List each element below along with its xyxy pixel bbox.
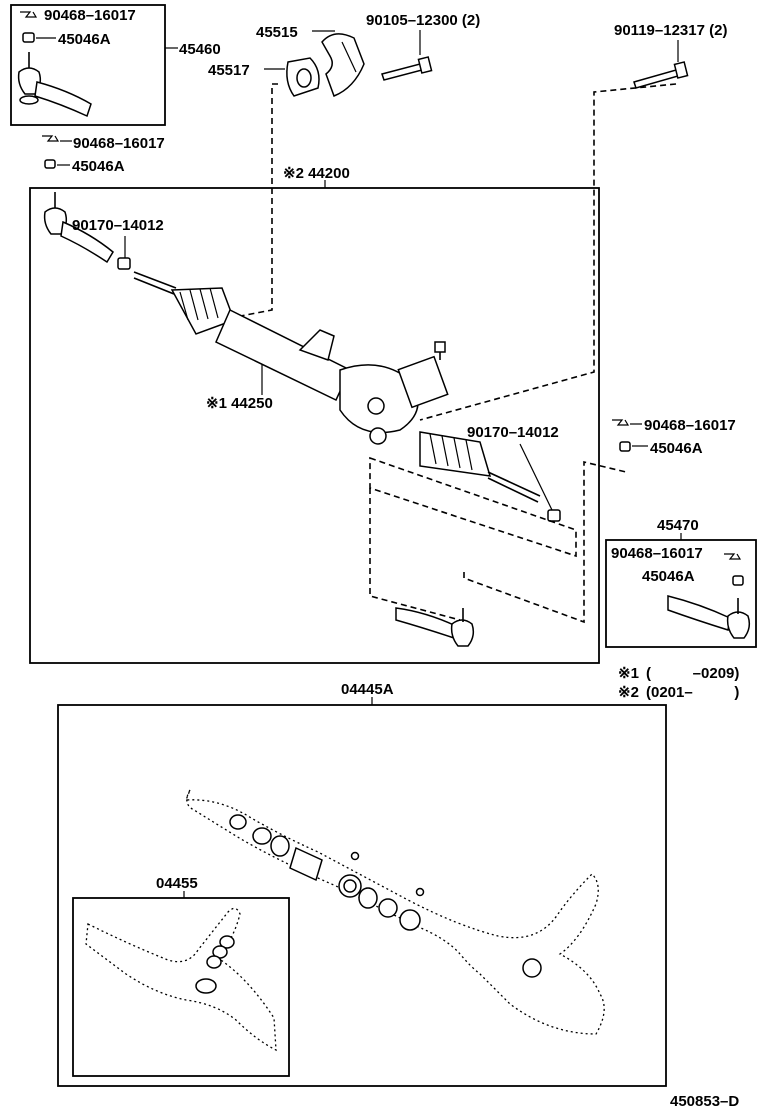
box-45460: 90468–16017 45046A 45460 xyxy=(10,4,221,126)
rack-phantom-outline xyxy=(185,789,605,1035)
ball-icon xyxy=(415,887,425,897)
bracket-45515-icon xyxy=(321,33,365,97)
box-44200-frame xyxy=(29,187,600,664)
box-04455: 04455 xyxy=(72,875,290,1077)
lock-nut-icon xyxy=(117,257,131,270)
callout-r-nut[interactable]: 45046A xyxy=(650,440,703,457)
callout-r-box-clip[interactable]: 90468–16017 xyxy=(611,545,703,562)
callout-bracket-a[interactable]: 45515 xyxy=(256,24,298,41)
guide-dash-upper xyxy=(369,456,577,558)
nut-icon xyxy=(732,575,744,586)
callout-gear-assy[interactable]: ※2 44200 xyxy=(283,165,350,182)
clip-icon xyxy=(20,11,38,18)
tie-rod-end-right-icon xyxy=(395,607,475,647)
guide-dash-left xyxy=(369,488,461,621)
clip-icon xyxy=(724,553,742,560)
oil-seal-icon xyxy=(195,978,217,994)
box-04445a-frame xyxy=(57,704,667,1087)
valve-phantom-outline xyxy=(85,907,277,1052)
bracket-group: 45515 45517 90105–12300 (2) 90119–12317 … xyxy=(208,12,727,97)
callout-bolt-b[interactable]: 90119–12317 (2) xyxy=(614,22,727,39)
tie-rod-end-icon xyxy=(667,595,751,639)
nut-icon xyxy=(22,32,35,43)
note1-range: ( –0209) xyxy=(646,665,739,682)
seal-ring-icon xyxy=(206,955,222,969)
loose-clip-right: 90468–16017 45046A xyxy=(612,417,736,457)
sleeve-icon xyxy=(289,846,323,882)
note2-range: (0201– ) xyxy=(646,684,739,701)
callout-rack[interactable]: ※1 44250 xyxy=(206,395,273,412)
callout-r-box-nut[interactable]: 45046A xyxy=(642,568,695,585)
callout-r-clip[interactable]: 90468–16017 xyxy=(644,417,736,434)
box-04445a: 04445A 04455 xyxy=(57,681,667,1087)
tie-rod-end-icon xyxy=(17,52,92,118)
callout-bracket-b[interactable]: 45517 xyxy=(208,62,250,79)
loose-clip-left: 90468–16017 45046A xyxy=(42,135,165,175)
seal-icon xyxy=(378,898,398,918)
bolt-icon xyxy=(633,61,689,89)
callout-tl-clip[interactable]: 90468–16017 xyxy=(44,7,136,24)
seal-icon xyxy=(229,814,247,830)
callout-nut-left[interactable]: 90170–14012 xyxy=(72,217,164,234)
leader-bracket xyxy=(229,83,278,319)
box-45460-frame xyxy=(10,4,166,126)
callout-kit-inner[interactable]: 04455 xyxy=(156,875,198,892)
box-45470: 45470 90468–16017 45046A xyxy=(605,517,757,648)
callout-tl-clip2[interactable]: 90468–16017 xyxy=(73,135,165,152)
bushing-icon xyxy=(252,827,272,845)
callout-kit[interactable]: 04445A xyxy=(341,681,394,698)
ball-icon xyxy=(350,851,360,861)
callout-tl-nut2[interactable]: 45046A xyxy=(72,158,125,175)
callout-tl-box[interactable]: 45460 xyxy=(179,41,221,58)
leader-bolt xyxy=(419,83,677,421)
pinion-seal-icon xyxy=(522,958,542,978)
guide-dash-right xyxy=(463,460,627,624)
bolt-icon xyxy=(381,56,433,81)
oring-inner-icon xyxy=(343,879,357,893)
box-04455-frame xyxy=(72,897,290,1077)
rack-housing-icon xyxy=(133,271,541,503)
bushing-icon xyxy=(270,835,290,857)
bushing-icon xyxy=(399,909,421,931)
nut-icon xyxy=(619,441,631,452)
lock-nut-icon xyxy=(547,509,561,522)
seal-ring-icon xyxy=(219,935,235,949)
drawing-number: 450853–D xyxy=(670,1093,739,1110)
callout-tl-nut[interactable]: 45046A xyxy=(58,31,111,48)
tie-rod-end-left-icon xyxy=(43,192,114,264)
note2-mark: ※2 xyxy=(618,684,639,701)
applicability-notes: ※1 ( –0209) ※2 (0201– ) xyxy=(618,665,739,701)
callout-nut-right[interactable]: 90170–14012 xyxy=(467,424,559,441)
nut-icon xyxy=(44,159,56,169)
note1-mark: ※1 xyxy=(618,665,639,682)
callout-bolt-a[interactable]: 90105–12300 (2) xyxy=(366,12,480,29)
callout-r-box[interactable]: 45470 xyxy=(657,517,699,534)
box-45470-frame xyxy=(605,539,757,648)
seal-icon xyxy=(358,887,378,909)
bracket-45517-icon xyxy=(286,57,320,97)
box-44200: ※2 44200 90170–14012 xyxy=(29,165,627,664)
